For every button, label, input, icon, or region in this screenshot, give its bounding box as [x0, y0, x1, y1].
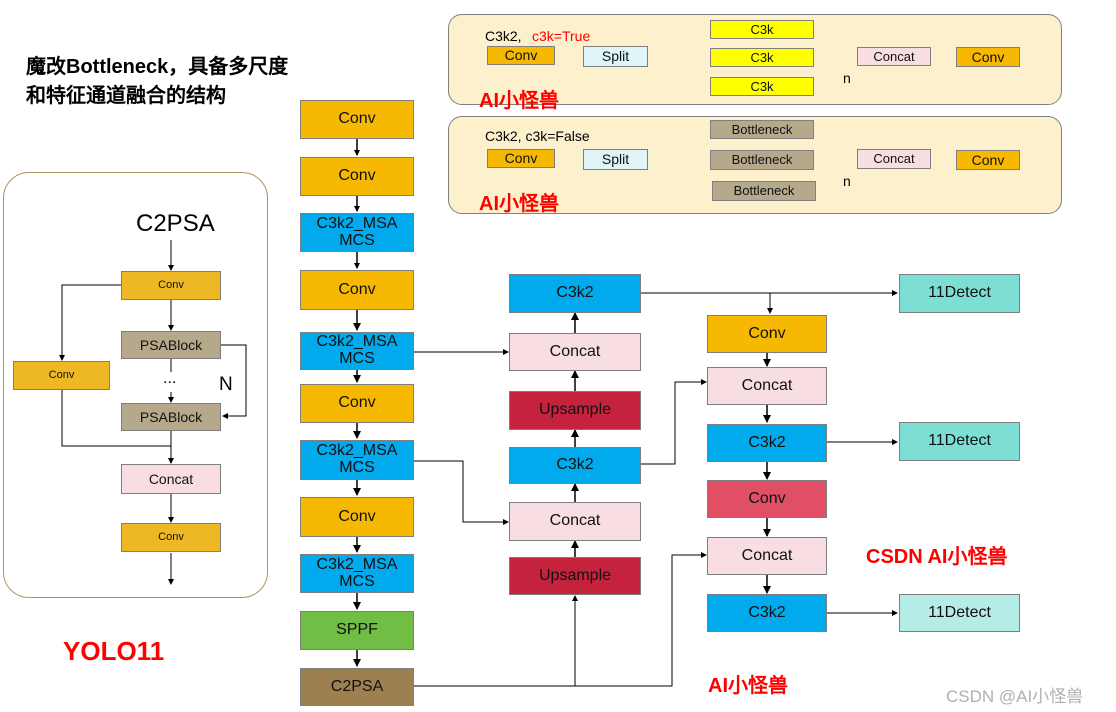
watermark-3: CSDN AI小怪兽 [866, 546, 1008, 568]
c3k-true-n: n [843, 70, 851, 86]
backbone-conv-2: Conv [300, 157, 414, 196]
c3k-false-conv: Conv [487, 149, 555, 168]
c2psa-n-label: N [219, 374, 233, 395]
backbone-conv-3: Conv [300, 270, 414, 310]
backbone-conv-4: Conv [300, 384, 414, 423]
head-conv-2: Conv [707, 480, 827, 518]
c2psa-conv-top: Conv [121, 271, 221, 300]
head-c3k2-2: C3k2 [707, 594, 827, 632]
c3k-false-n: n [843, 173, 851, 189]
c2psa-psablock-2: PSABlock [121, 403, 221, 431]
c3k-false-concat: Concat [857, 149, 931, 169]
csdn-watermark: CSDN @AI小怪兽 [946, 687, 1084, 706]
c3k-true-title-a: C3k2, [485, 28, 522, 44]
backbone-c2psa: C2PSA [300, 668, 414, 706]
c2psa-conv-bottom: Conv [121, 523, 221, 552]
backbone-conv-1: Conv [300, 100, 414, 139]
backbone-c3k2-msa-1: C3k2_MSA MCS [300, 213, 414, 252]
detect-2: 11Detect [899, 422, 1020, 461]
watermark-4: AI小怪兽 [708, 675, 788, 697]
watermark-1: AI小怪兽 [479, 90, 559, 112]
watermark-2: AI小怪兽 [479, 193, 559, 215]
neck-concat-1: Concat [509, 333, 641, 371]
c2psa-dots: ... [163, 370, 177, 387]
neck-c3k2-mid: C3k2 [509, 447, 641, 484]
c2psa-concat: Concat [121, 464, 221, 494]
yolo11-label: YOLO11 [63, 636, 165, 666]
neck-concat-2: Concat [509, 502, 641, 541]
head-concat-1: Concat [707, 367, 827, 405]
c3k-false-bottleneck-1: Bottleneck [710, 120, 814, 139]
c3k-true-block-2: C3k [710, 48, 814, 67]
detect-3: 11Detect [899, 594, 1020, 632]
neck-upsample-2: Upsample [509, 557, 641, 595]
c3k-false-split: Split [583, 149, 648, 170]
c3k-true-split: Split [583, 46, 648, 67]
head-c3k2-1: C3k2 [707, 424, 827, 462]
c3k-true-block-3: C3k [710, 77, 814, 96]
c3k-false-bottleneck-2: Bottleneck [710, 150, 814, 170]
heading-line1: 魔改Bottleneck，具备多尺度 [26, 56, 289, 78]
c3k-false-bottleneck-3: Bottleneck [712, 181, 816, 201]
neck-upsample-1: Upsample [509, 391, 641, 430]
detect-1: 11Detect [899, 274, 1020, 313]
c3k-true-title-b: c3k=True [532, 28, 591, 44]
c3k-false-title: C3k2, c3k=False [485, 128, 590, 144]
c3k-true-conv: Conv [487, 46, 555, 65]
backbone-conv-5: Conv [300, 497, 414, 537]
c3k-true-conv-out: Conv [956, 47, 1020, 67]
backbone-c3k2-msa-4: C3k2_MSA MCS [300, 554, 414, 593]
backbone-c3k2-msa-2: C3k2_MSA MCS [300, 332, 414, 370]
c3k-false-conv-out: Conv [956, 150, 1020, 170]
backbone-c3k2-msa-3: C3k2_MSA MCS [300, 440, 414, 480]
neck-c3k2-top: C3k2 [509, 274, 641, 313]
head-concat-2: Concat [707, 537, 827, 575]
c2psa-conv-side: Conv [13, 361, 110, 390]
c3k-true-concat: Concat [857, 47, 931, 66]
head-conv-1: Conv [707, 315, 827, 353]
c3k-true-block-1: C3k [710, 20, 814, 39]
c2psa-psablock-1: PSABlock [121, 331, 221, 359]
backbone-sppf: SPPF [300, 611, 414, 650]
c2psa-title: C2PSA [136, 210, 215, 237]
c2psa-panel [3, 172, 268, 598]
heading-line2: 和特征通道融合的结构 [26, 85, 226, 107]
